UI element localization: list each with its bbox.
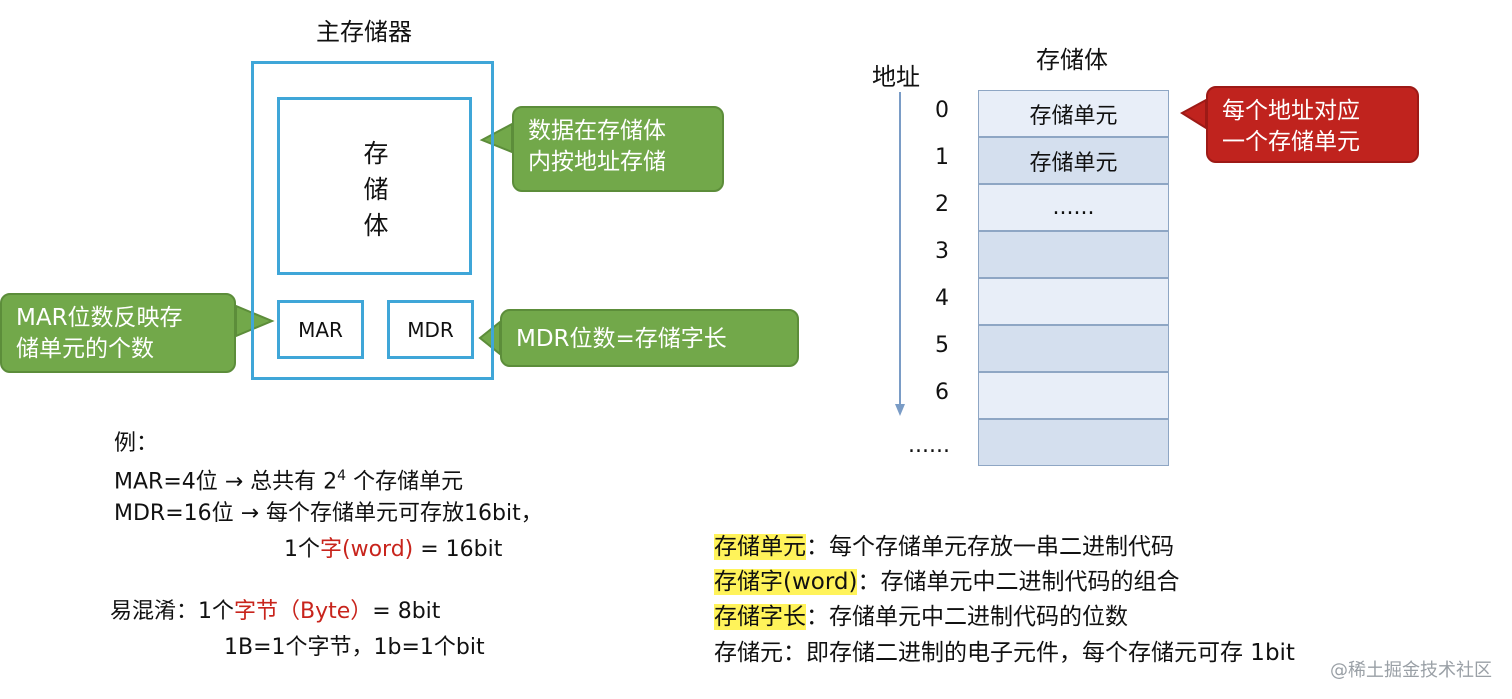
address-label: 2 [935,192,949,217]
example-line-3-prefix: 1个 [284,537,320,562]
example-word-term: 字(word) [320,537,414,562]
address-label: 4 [935,286,949,311]
mdr-register: MDR [387,300,474,359]
definition-term: 存储字(word) [714,569,858,595]
callout-pointer-address [1180,98,1207,130]
storage-cell: 存储单元 [978,90,1169,137]
confusion-byte-term: 字节（Byte） [234,599,373,624]
address-label: 3 [935,239,949,264]
storage-cell [978,325,1169,372]
storage-cell [978,372,1169,419]
example-line-1-prefix: MAR=4位 → 总共有 2 [114,469,338,495]
example-line-2: MDR=16位 → 每个存储单元可存放16bit， [114,501,543,526]
callout-mdr-bits: MDR位数=存储字长 [500,309,799,367]
definition-storage-element: 存储元：即存储二进制的电子元件，每个存储元可存 1bit [714,638,1295,668]
watermark: @稀土掘金技术社区 [1330,660,1492,681]
main-memory-box [251,61,494,380]
definition-text: ：即存储二进制的电子元件，每个存储元可存 1bit [783,640,1295,666]
address-label: ...... [908,433,950,458]
definition-storage-unit: 存储单元：每个存储单元存放一串二进制代码 [714,532,1174,562]
callout-pointer-mar [235,304,275,338]
callout-storage-by-address: 数据在存储体 内按地址存储 [512,106,724,192]
definition-term: 存储字长 [714,604,806,630]
address-label: 0 [935,98,949,123]
example-line-1-suffix: 个存储单元 [346,469,464,495]
definition-text: ：存储单元中二进制代码的位数 [806,604,1128,630]
example-label: 例： [114,431,159,456]
address-label: 1 [935,145,949,170]
storage-cell [978,419,1169,466]
confusion-line-1: 易混淆：1个字节（Byte）= 8bit [110,598,440,626]
address-label: 6 [935,380,949,405]
example-line-1-exponent: 4 [337,468,347,484]
storage-cell: ...... [978,184,1169,231]
storage-cell [978,278,1169,325]
example-line-3: 1个字(word) = 16bit [284,536,502,564]
callout-address-map: 每个地址对应 一个存储单元 [1206,86,1419,163]
storage-cell: 存储单元 [978,137,1169,184]
confusion-label: 易混淆： [110,599,199,624]
storage-body-label: 存 储 体 [363,139,389,240]
example-line-1: MAR=4位 → 总共有 24 个存储单元 [114,462,463,496]
confusion-line-2: 1B=1个字节，1b=1个bit [224,635,485,660]
storage-body-box [277,97,472,275]
storage-table-title: 存储体 [1036,46,1108,74]
callout-mar-bits: MAR位数反映存 储单元的个数 [0,293,236,373]
definition-text: ：每个存储单元存放一串二进制代码 [806,534,1174,560]
main-memory-title: 主存储器 [316,18,412,46]
definition-word-length: 存储字长：存储单元中二进制代码的位数 [714,602,1128,632]
example-line-3-suffix: = 16bit [413,537,503,562]
address-arrow-head [895,404,905,416]
definition-storage-word: 存储字(word)：存储单元中二进制代码的组合 [714,567,1179,597]
confusion-line-1-prefix: 1个 [198,599,235,624]
address-column-title: 地址 [872,63,920,91]
definition-term: 存储单元 [714,534,806,560]
storage-cell [978,231,1169,278]
address-label: 5 [935,333,949,358]
confusion-line-1-suffix: = 8bit [372,599,441,624]
definition-term: 存储元 [714,640,783,666]
mar-register: MAR [277,300,364,359]
definition-text: ：存储单元中二进制代码的组合 [857,569,1180,595]
